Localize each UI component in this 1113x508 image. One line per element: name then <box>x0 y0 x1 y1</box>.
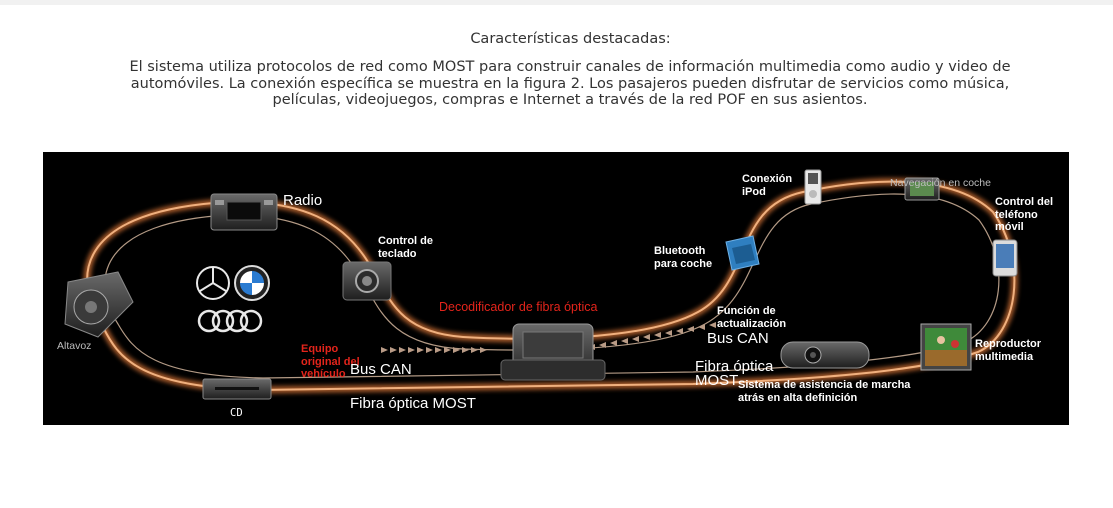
fiber-decoder-icon <box>500 323 606 381</box>
paragraph-line: películas, videojuegos, compras e Intern… <box>272 92 868 108</box>
can-bus-arrows-left <box>381 347 487 353</box>
keyboard-control-label: Control de teclado <box>378 235 433 260</box>
parking-assist-label: Sistema de asistencia de marcha atrás en… <box>738 379 911 404</box>
radio-head-unit-icon <box>210 193 278 231</box>
mobile-phone-icon <box>992 239 1018 277</box>
most-network-diagram: Radio Control de teclado Altavoz CD Equi… <box>43 152 1069 425</box>
navigation-unit-icon <box>904 177 940 201</box>
paragraph-line: El sistema utiliza protocolos de red com… <box>129 59 1011 75</box>
bluetooth-label: Bluetooth para coche <box>654 245 713 270</box>
navigation-label: Navegación en coche <box>890 177 991 189</box>
audi-logo <box>197 309 263 333</box>
bmw-logo <box>234 265 270 301</box>
most-fiber-label-left: Fibra óptica MOST <box>350 395 476 412</box>
radio-label: Radio <box>283 192 323 209</box>
update-function-label: Función de actualización <box>717 305 787 330</box>
bus-can-label-left: Bus CAN <box>350 361 412 378</box>
original-equipment-label: Equipo original del vehículo <box>301 343 360 380</box>
bus-can-label-right: Bus CAN <box>707 330 769 347</box>
cd-drive-icon <box>202 378 272 400</box>
mercedes-benz-logo <box>196 266 230 300</box>
bluetooth-module-icon <box>725 235 760 271</box>
ipod-icon <box>804 169 822 205</box>
reversing-camera-icon <box>780 341 870 369</box>
most-fiber-label-right: Fibra óptica MOST <box>695 358 774 389</box>
phone-control-label: Control del teléfono móvil <box>995 196 1054 233</box>
cd-label: CD <box>230 407 243 419</box>
media-player-label: Reproductor multimedia <box>975 338 1041 363</box>
speaker-icon <box>64 271 134 338</box>
top-divider <box>0 0 1113 5</box>
description-paragraph: El sistema utiliza protocolos de red com… <box>80 59 1060 109</box>
section-heading: Características destacadas: <box>470 31 671 47</box>
paragraph-line: automóviles. La conexión específica se m… <box>130 75 1010 92</box>
keyboard-control-icon <box>342 261 392 301</box>
can-bus-arrows-right <box>588 322 716 350</box>
ipod-label: Conexión iPod <box>742 173 793 198</box>
speaker-label: Altavoz <box>57 340 92 352</box>
network-ring-graphic <box>64 169 1018 400</box>
media-player-icon <box>920 323 972 371</box>
fiber-decoder-label: Decodificador de fibra óptica <box>439 300 598 314</box>
